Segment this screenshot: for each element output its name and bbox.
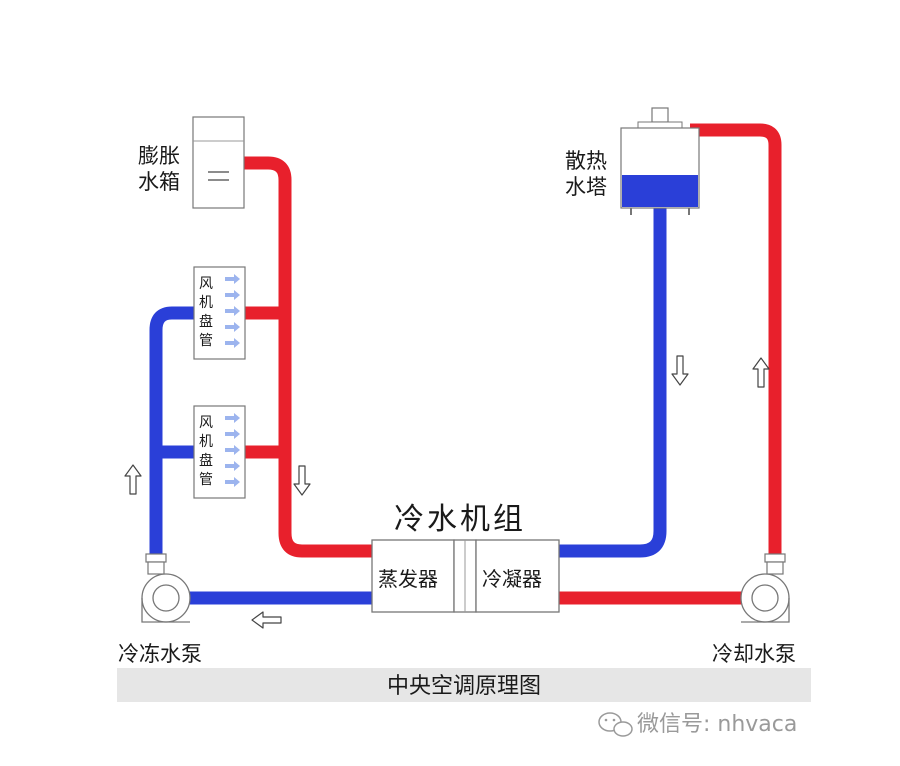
fan-coil-2-char-4: 管	[199, 472, 213, 488]
fan-coil-2-char-2: 机	[199, 434, 213, 450]
pipes	[149, 123, 782, 605]
fan-coil-1-char-3: 盘	[199, 313, 213, 330]
fan-coil-1-char-4: 管	[199, 333, 213, 349]
cooling-water-pump-label: 冷却水泵	[712, 642, 796, 666]
fan-coil-2-char-1: 风	[199, 415, 213, 431]
fan-coil-2-char-3: 盘	[199, 452, 213, 469]
pump-icon	[740, 553, 790, 623]
fan-coil-unit-2	[193, 405, 246, 499]
red-supply-pipe-main	[244, 156, 372, 558]
title-band	[117, 668, 811, 702]
arrow-up-icon	[752, 357, 770, 388]
blue-return-pipe-left	[149, 306, 194, 560]
evaporator-label: 蒸发器	[378, 567, 438, 591]
chilled-water-pump-label: 冷冻水泵	[118, 642, 202, 666]
pump-icon	[141, 553, 191, 623]
tower-water-level	[622, 175, 698, 207]
arrow-left-icon	[251, 611, 282, 629]
expansion-tank-label-2: 水箱	[138, 170, 180, 194]
arrow-up-icon	[124, 464, 142, 495]
red-pump-to-tower	[690, 123, 782, 560]
watermark-text: 微信号: nhvaca	[637, 712, 797, 737]
cooling-tower-label-2: 水塔	[565, 175, 607, 199]
expansion-tank	[192, 116, 245, 209]
diagram-title: 中央空调原理图	[387, 674, 541, 699]
arrow-down-icon	[671, 355, 689, 386]
condenser-label: 冷凝器	[482, 567, 542, 591]
arrow-down-icon	[293, 465, 311, 496]
wechat-icon	[598, 712, 633, 737]
blue-condenser-to-tower	[559, 205, 667, 558]
fan-coil-1-char-1: 风	[199, 276, 213, 292]
cooling-tower-label-1: 散热	[565, 149, 607, 173]
fan-coil-unit-1	[193, 266, 246, 360]
fan-coil-1-char-2: 机	[199, 295, 213, 311]
chiller-unit	[371, 539, 560, 613]
cooling-tower	[620, 107, 700, 215]
expansion-tank-label-1: 膨胀	[138, 144, 180, 168]
condenser-box	[475, 539, 560, 613]
chiller-unit-label: 冷水机组	[394, 502, 526, 537]
